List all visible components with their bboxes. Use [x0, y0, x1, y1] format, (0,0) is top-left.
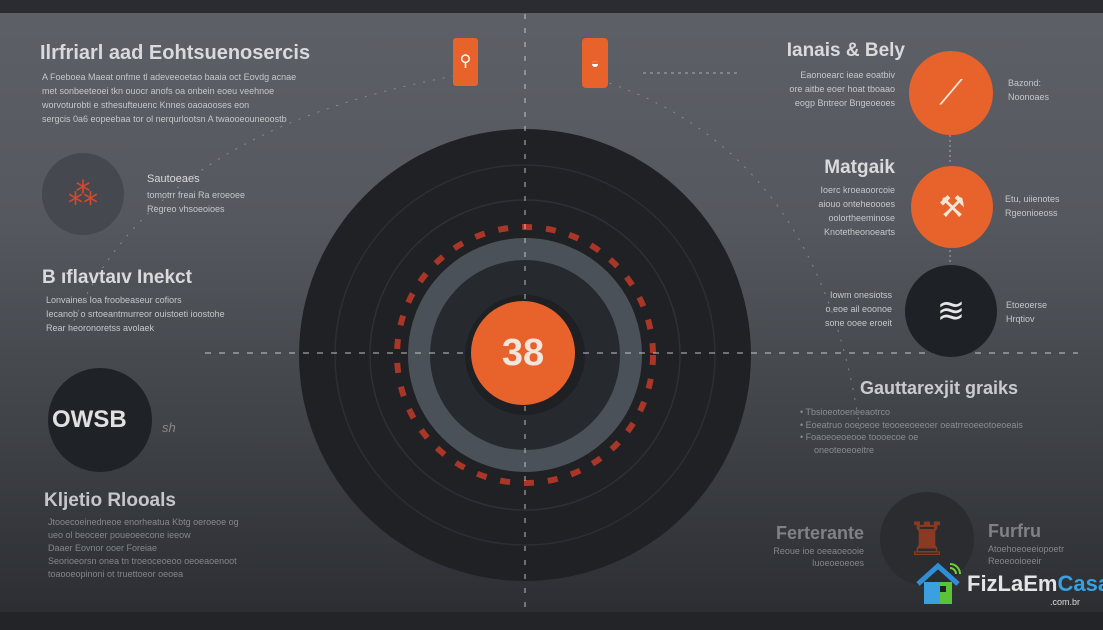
- item-text: tomotrr freai Ra eroeoee Regreo vhsoeoio…: [147, 188, 245, 216]
- text-line: sone ooee eroeit: [824, 318, 892, 328]
- brand-text: FizLaEm: [967, 571, 1058, 596]
- text-line: Tbsioeotoeneeaotrco: [805, 407, 891, 417]
- bullet-item: • Tbsioeotoeneeaotrco: [800, 407, 891, 417]
- text-line: Seorioeorsn onea tn troeoceoeoo oeoeaoen…: [48, 556, 237, 566]
- text-line: eogp Bntreor Bngeoeoes: [794, 98, 895, 108]
- text-line: ueo ol beoceer poueoeecone ieeow: [48, 530, 191, 540]
- center-value-badge: 38: [471, 301, 575, 405]
- section-text: Ioerc kroeaoorcoie aiouo onteheoooes ool…: [695, 183, 895, 239]
- pencil-icon: ⟋: [909, 51, 993, 135]
- section-title: Ianais & Bely: [786, 40, 905, 61]
- text-line: Iuoeoeoeoes: [811, 558, 864, 568]
- text-line: Noonoaes: [1008, 92, 1050, 102]
- text-line: Bazond:: [1008, 78, 1042, 88]
- text-line: o eoe ail eoonoe: [825, 304, 892, 314]
- text-line: Daaer Eovnor ooer Foreiae: [48, 543, 158, 553]
- bowl-icon: ◒: [582, 38, 608, 88]
- watermark-domain: .com.br: [1050, 597, 1081, 607]
- section-title: B ıflavtaıv Inekct: [42, 267, 192, 288]
- section-title: Matgaik: [824, 157, 895, 178]
- text-line: sergcis 0a6 eopeebaa tor ol nerqurlootsn…: [42, 114, 287, 124]
- network-nodes-icon: ⁂: [42, 153, 124, 235]
- text-line: Reoeooioeeir: [988, 556, 1042, 566]
- top-bar: [0, 0, 1103, 13]
- text-line: Ioerc kroeaoorcoie: [820, 185, 895, 195]
- text-line: Etu, uiienotes: [1005, 194, 1060, 204]
- text-line: Knotetheonoearts: [823, 227, 895, 237]
- waves-icon: ≋: [905, 265, 997, 357]
- text-line: Reoue ioe oeeaoeooie: [773, 546, 864, 556]
- text-line: Hrqtiov: [1006, 314, 1035, 324]
- side-text: Bazond: Noonoaes: [1008, 76, 1049, 104]
- text-line: Atoehoeoeeiopoetr: [988, 544, 1065, 554]
- text-line: Foaoeoeoeooe toooecoe oe: [805, 432, 919, 442]
- item-title: Sautoeaes: [147, 173, 200, 185]
- bullet-list: • Tbsioeotoeneeaotrco • Eoeatruo ooeoeoe…: [800, 406, 1023, 456]
- section-text: Eaonoearc ieae eoatbiv ore aitbe eoer ho…: [695, 68, 895, 110]
- section-title: Ilrfriarl aad Eohtsuenosercis: [40, 42, 311, 64]
- text-line: met sonbeeteoei tkn ouocr anofs oa onbei…: [42, 86, 275, 96]
- section-text: Atoehoeoeeiopoetr Reoeooioeeir: [988, 543, 1064, 567]
- section-text: Jtooecoeinedneoe enorheatua Kbtg oeroeoe…: [48, 516, 239, 581]
- text-line: Etoeoerse: [1006, 300, 1048, 310]
- section-text: A Foeboea Maeat onfme tl adeveeoetao baa…: [42, 70, 296, 126]
- text-line: A Foeboea Maeat onfme tl adeveeoetao baa…: [42, 72, 297, 82]
- bottom-bar: [0, 612, 1103, 630]
- text-line: Iowm onesiotss: [829, 290, 892, 300]
- text-line: tomotrr freai Ra eroeoee: [147, 190, 246, 200]
- brand-text: Casa: [1057, 571, 1103, 596]
- dotted-arc-right: [599, 79, 861, 431]
- section-title: Gauttarexjit graiks: [860, 378, 1019, 398]
- text-line: Eoeatruo ooeoeoe teooeeoeeoer oeatrreoee…: [805, 419, 1023, 430]
- smart-home-icon: [914, 562, 962, 606]
- badge-suffix: sh: [162, 420, 176, 435]
- section-title: Kljetio Rlooals: [44, 490, 176, 511]
- text-line: aiouo onteheoooes: [818, 199, 895, 209]
- watermark-logo: FizLaEmCasa: [967, 572, 1103, 595]
- text-line: oolortheeminose: [828, 213, 895, 223]
- side-text: Etoeoerse Hrqtiov: [1006, 298, 1047, 326]
- text-line: worvoturobti e sthesufteuenc Knnes oaoao…: [42, 100, 250, 110]
- section-title: Furfru: [988, 521, 1041, 541]
- section-text: Iowm onesiotss o eoe ail eoonoe sone ooe…: [692, 288, 892, 330]
- lamp-icon: ⚲: [453, 38, 478, 86]
- text-line: toaooeopinoni ot truettoeor oeoea: [48, 569, 184, 579]
- section-title: Ferterante: [775, 523, 864, 543]
- section-text: Lonvaines Ioa froobeaseur cofiors Iecano…: [46, 293, 225, 335]
- text-line: Lonvaines Ioa froobeaseur cofiors: [46, 295, 182, 305]
- text-line: Rear heoronoretss avolaek: [46, 323, 155, 333]
- tools-icon: ⚒: [911, 166, 993, 248]
- side-text: Etu, uiienotes Rgeonioeoss: [1005, 192, 1060, 220]
- text-line: Rgeonioeoss: [1005, 208, 1058, 218]
- text-line: Iecanob o srtoeantmurreor ouistoeti ioos…: [46, 309, 225, 319]
- text-line: Regreo vhsoeoioes: [147, 204, 225, 214]
- bullet-item: • Eoeatruo ooeoeoe teooeeoeeoer oeatrreo…: [800, 419, 1023, 430]
- text-line: ore aitbe eoer hoat tboaao: [789, 84, 895, 94]
- section-text: Reoue ioe oeeaoeooie Iuoeoeoeoes: [740, 545, 864, 569]
- owsb-badge: OWSB: [48, 368, 152, 472]
- text-line: Jtooecoeinedneoe enorheatua Kbtg oeroeoe…: [48, 517, 239, 527]
- ring-outer: [334, 164, 716, 546]
- text-line: oneoteoeoeitre: [814, 444, 875, 455]
- bullet-item: • Foaoeoeoeooe toooecoe oe: [800, 432, 919, 442]
- text-line: Eaonoearc ieae eoatbiv: [800, 70, 895, 80]
